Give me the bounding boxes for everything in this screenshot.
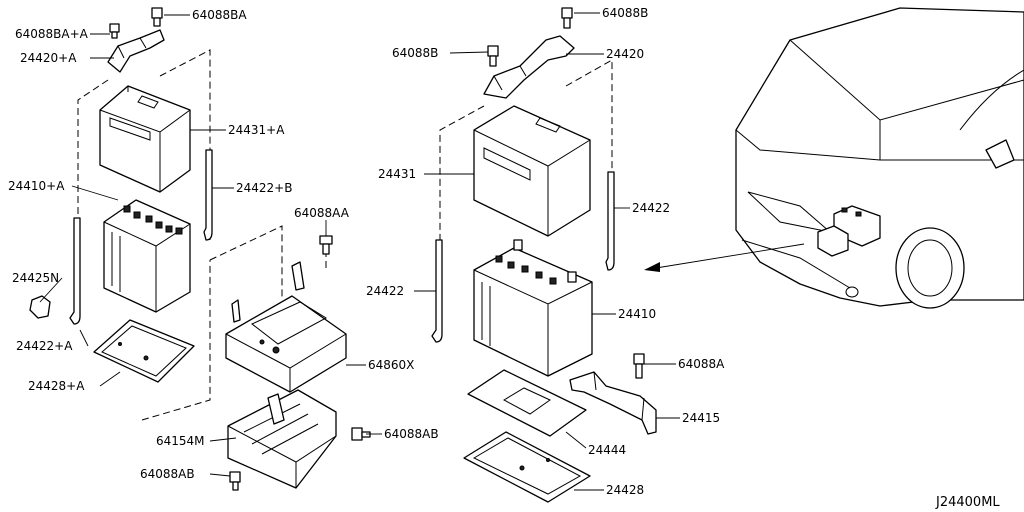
label-64088BA: 64088BA xyxy=(192,8,247,22)
guide-line-left xyxy=(77,79,109,240)
label-24410-plus-a: 24410+A xyxy=(8,179,65,193)
battery-terminals-center xyxy=(495,239,577,285)
label-24444: 24444 xyxy=(588,443,626,457)
bolt-64088AA xyxy=(319,235,333,255)
label-24420: 24420 xyxy=(606,47,644,61)
label-64088AB-left: 64088AB xyxy=(140,467,195,481)
clip-24425N xyxy=(29,295,51,319)
vehicle-location-view xyxy=(735,7,1024,309)
guide-line-center-right xyxy=(565,59,613,170)
label-64088B-left: 64088B xyxy=(392,46,438,60)
battery-24410-plus-a xyxy=(103,199,191,313)
bolt-64088AB-right xyxy=(351,427,371,441)
label-64088BA-plus-a: 64088BA+A xyxy=(15,27,89,41)
label-24410: 24410 xyxy=(618,307,656,321)
label-24415: 24415 xyxy=(682,411,720,425)
label-64860X: 64860X xyxy=(368,358,414,372)
label-24420-plus-a: 24420+A xyxy=(20,51,77,65)
label-24428: 24428 xyxy=(606,483,644,497)
label-24422-left: 24422 xyxy=(366,284,404,298)
diagram-code: J24400ML xyxy=(935,495,1000,510)
label-24431: 24431 xyxy=(378,167,416,181)
bolt-64088A xyxy=(633,353,645,379)
label-24425N: 24425N xyxy=(12,271,59,285)
label-24428-plus-a: 24428+A xyxy=(28,379,85,393)
guide-line-left-b xyxy=(159,49,211,240)
clamp-24420 xyxy=(483,35,575,99)
bolt-64088B-top xyxy=(561,7,573,29)
battery-terminals xyxy=(123,205,183,235)
battery-cover-24431 xyxy=(473,105,591,237)
battery-cover-24431-plus-a xyxy=(99,85,191,193)
label-24422-right: 24422 xyxy=(632,201,670,215)
sheet-24444 xyxy=(467,369,587,437)
leader-lines xyxy=(39,12,680,491)
guide-line-bracket xyxy=(141,225,283,421)
label-64088AA: 64088AA xyxy=(294,206,350,220)
label-64088AB-right: 64088AB xyxy=(384,427,439,441)
label-64088A: 64088A xyxy=(678,357,725,371)
bolt-64088BA-plus-a xyxy=(109,23,120,39)
label-24422-plus-b: 24422+B xyxy=(236,181,292,195)
rod-24422-plus-b xyxy=(203,149,213,241)
clamp-24420-plus-a xyxy=(107,29,165,73)
label-64154M: 64154M xyxy=(156,434,205,448)
bolt-64088AB-left xyxy=(229,471,241,491)
location-arrow xyxy=(644,243,805,272)
bracket-24415 xyxy=(569,371,657,435)
battery-24410 xyxy=(473,239,593,377)
tray-24428-plus-a xyxy=(93,319,195,383)
rod-24422-right xyxy=(605,171,615,271)
guide-line-center-left xyxy=(439,105,485,240)
label-64088B-top: 64088B xyxy=(602,6,648,20)
label-24431-plus-a: 24431+A xyxy=(228,123,285,137)
base-64154M xyxy=(227,389,337,489)
tray-24428 xyxy=(463,431,591,503)
rod-24422-plus-a xyxy=(69,217,81,325)
bolt-64088BA xyxy=(151,7,163,27)
label-24422-plus-a: 24422+A xyxy=(16,339,73,353)
bracket-64860X xyxy=(225,261,347,393)
bolt-64088B-left xyxy=(487,45,499,67)
rod-24422-left xyxy=(431,239,443,343)
